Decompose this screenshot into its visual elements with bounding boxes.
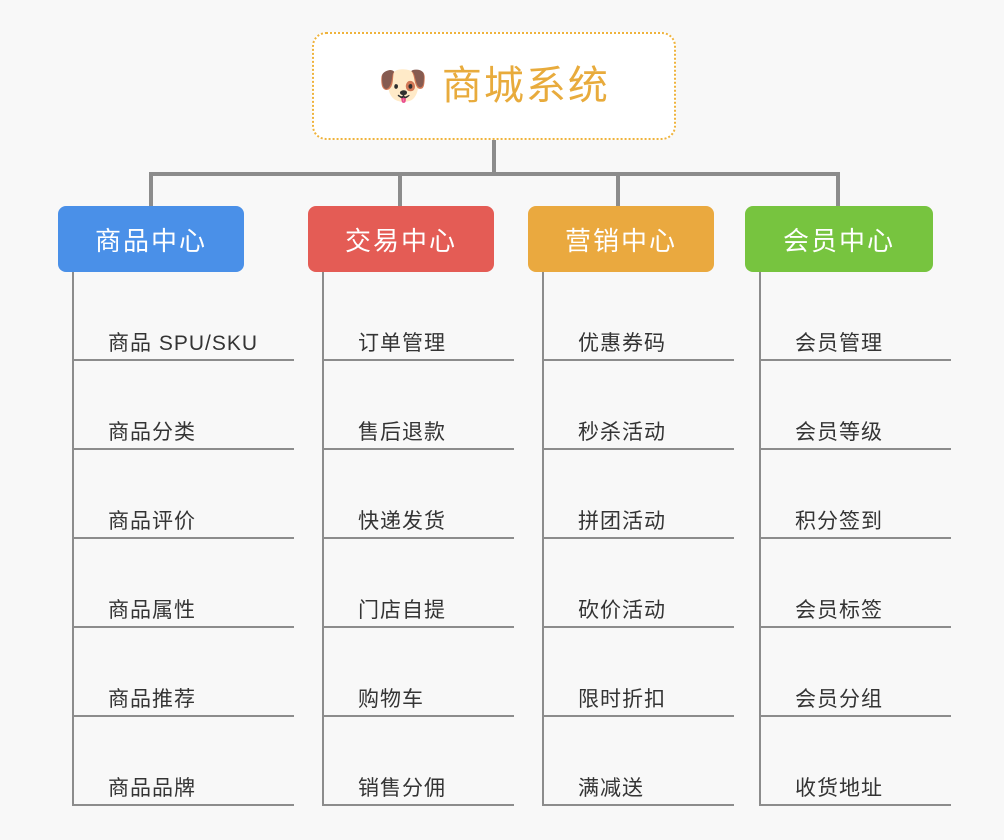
leaf-label: 商品分类 (108, 420, 196, 444)
category-label-member-center: 会员中心 (782, 225, 895, 256)
category-box-marketing-center[interactable]: 营销中心 (528, 206, 714, 272)
leaf-label: 商品品牌 (108, 776, 196, 800)
leaf-list-product-center: 商品 SPU/SKU 商品分类 商品评价 商品属性 商品推荐 商品品牌 (72, 272, 308, 806)
branch-member-center: 会员中心 会员管理 会员等级 积分签到 会员标签 会员分组 收货地址 (745, 206, 965, 806)
branch-trade-center: 交易中心 订单管理 售后退款 快递发货 门店自提 购物车 销售分佣 (308, 206, 528, 806)
dog-face-icon: 🐶 (378, 63, 428, 109)
leaf-label: 满减送 (578, 776, 644, 800)
category-box-trade-center[interactable]: 交易中心 (308, 206, 494, 272)
leaf-list-member-center: 会员管理 会员等级 积分签到 会员标签 会员分组 收货地址 (759, 272, 965, 806)
leaf-item[interactable]: 拼团活动 (544, 450, 748, 539)
leaf-label: 秒杀活动 (578, 420, 666, 444)
root-node[interactable]: 🐶 商城系统 (312, 32, 676, 140)
leaf-label: 积分签到 (795, 509, 883, 533)
leaf-item[interactable]: 会员管理 (761, 272, 965, 361)
leaf-label: 商品属性 (108, 598, 196, 622)
leaf-label: 购物车 (358, 687, 424, 711)
leaf-item[interactable]: 商品属性 (74, 539, 308, 628)
connector-drop-product-center (149, 172, 153, 206)
leaf-label: 商品 SPU/SKU (108, 331, 259, 355)
leaf-item[interactable]: 订单管理 (324, 272, 528, 361)
category-label-marketing-center: 营销中心 (564, 225, 677, 256)
leaf-label: 订单管理 (358, 331, 446, 355)
connector-drop-marketing-center (616, 172, 620, 206)
leaf-item[interactable]: 会员分组 (761, 628, 965, 717)
leaf-label: 限时折扣 (578, 687, 666, 711)
leaf-item[interactable]: 满减送 (544, 717, 748, 806)
leaf-label: 售后退款 (358, 420, 446, 444)
leaf-item[interactable]: 优惠券码 (544, 272, 748, 361)
leaf-label: 门店自提 (358, 598, 446, 622)
leaf-item[interactable]: 商品分类 (74, 361, 308, 450)
leaf-item[interactable]: 砍价活动 (544, 539, 748, 628)
leaf-item[interactable]: 销售分佣 (324, 717, 528, 806)
leaf-item[interactable]: 收货地址 (761, 717, 965, 806)
connector-root-stem (492, 140, 496, 176)
leaf-label: 砍价活动 (578, 598, 666, 622)
leaf-item[interactable]: 商品推荐 (74, 628, 308, 717)
leaf-label: 优惠券码 (578, 331, 666, 355)
connector-drop-trade-center (398, 172, 402, 206)
leaf-label: 快递发货 (358, 509, 446, 533)
root-node-label: 商城系统 (441, 64, 610, 108)
leaf-label: 会员标签 (795, 598, 883, 622)
category-box-member-center[interactable]: 会员中心 (745, 206, 933, 272)
leaf-item[interactable]: 售后退款 (324, 361, 528, 450)
branch-marketing-center: 营销中心 优惠券码 秒杀活动 拼团活动 砍价活动 限时折扣 满减送 (528, 206, 748, 806)
leaf-item[interactable]: 秒杀活动 (544, 361, 748, 450)
leaf-item[interactable]: 商品评价 (74, 450, 308, 539)
leaf-list-trade-center: 订单管理 售后退款 快递发货 门店自提 购物车 销售分佣 (322, 272, 528, 806)
leaf-item[interactable]: 快递发货 (324, 450, 528, 539)
leaf-label: 收货地址 (795, 776, 883, 800)
connector-drop-member-center (836, 172, 840, 206)
connector-horizontal-bus (149, 172, 840, 176)
leaf-item[interactable]: 门店自提 (324, 539, 528, 628)
leaf-label: 拼团活动 (578, 509, 666, 533)
leaf-list-marketing-center: 优惠券码 秒杀活动 拼团活动 砍价活动 限时折扣 满减送 (542, 272, 748, 806)
category-box-product-center[interactable]: 商品中心 (58, 206, 244, 272)
category-label-trade-center: 交易中心 (344, 225, 457, 256)
leaf-label: 商品推荐 (108, 687, 196, 711)
leaf-item[interactable]: 商品 SPU/SKU (74, 272, 308, 361)
leaf-item[interactable]: 购物车 (324, 628, 528, 717)
leaf-label: 会员管理 (795, 331, 883, 355)
leaf-label: 商品评价 (108, 509, 196, 533)
leaf-label: 会员等级 (795, 420, 883, 444)
leaf-item[interactable]: 会员等级 (761, 361, 965, 450)
leaf-label: 销售分佣 (358, 776, 446, 800)
category-label-product-center: 商品中心 (94, 225, 207, 256)
leaf-item[interactable]: 限时折扣 (544, 628, 748, 717)
leaf-item[interactable]: 积分签到 (761, 450, 965, 539)
leaf-label: 会员分组 (795, 687, 883, 711)
leaf-item[interactable]: 会员标签 (761, 539, 965, 628)
leaf-item[interactable]: 商品品牌 (74, 717, 308, 806)
branch-product-center: 商品中心 商品 SPU/SKU 商品分类 商品评价 商品属性 商品推荐 商品品牌 (58, 206, 308, 806)
